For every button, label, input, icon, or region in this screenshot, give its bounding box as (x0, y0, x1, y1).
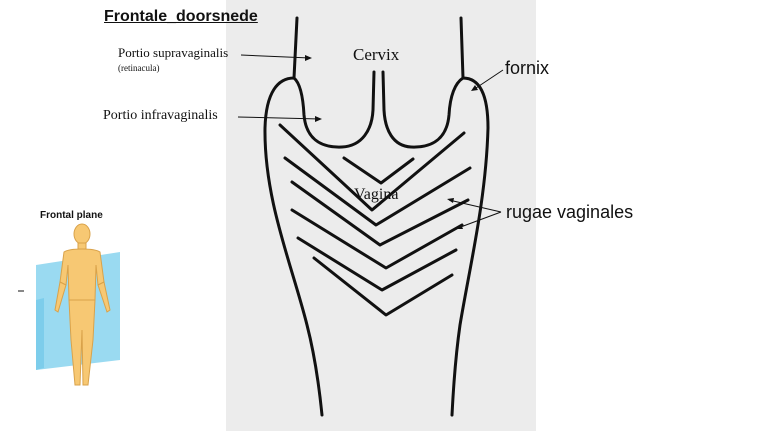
diagram-panel-background (226, 0, 536, 431)
page-title: Frontale_doorsnede (104, 8, 258, 25)
label-vagina: Vagina (354, 186, 399, 203)
frontal-plane-front-edge (36, 298, 44, 370)
label-portio-infravaginalis: Portio infravaginalis (103, 108, 218, 123)
frontal-plane-illustration (36, 223, 120, 386)
leader-supravaginalis (240, 54, 311, 59)
leader-fornix (472, 69, 504, 91)
human-figure-icon (54, 223, 111, 386)
label-rugae-vaginales: rugae vaginales (506, 202, 634, 222)
orientation-mark (18, 290, 24, 292)
leader-rugae-a (448, 199, 502, 213)
label-fornix: fornix (505, 58, 550, 78)
ruga-5 (290, 208, 464, 270)
label-portio-supravaginalis: Portio supravaginalis (118, 45, 229, 60)
label-cervix: Cervix (353, 45, 400, 64)
arrowhead-rugae-a (447, 198, 454, 203)
label-frontal-plane: Frontal plane (40, 210, 103, 221)
ruga-6 (296, 236, 458, 292)
leader-rugae-b (457, 211, 502, 229)
arrowhead-supravaginalis (305, 55, 312, 61)
leader-infravaginalis (237, 116, 321, 120)
left-outer-wall (263, 16, 324, 417)
arrowhead-rugae-b (456, 224, 463, 229)
ruga-2 (278, 123, 466, 212)
right-cervix-lip (381, 70, 465, 149)
ruga-4 (290, 180, 470, 247)
arrowhead-infravaginalis (315, 116, 322, 122)
left-cervix-lip (292, 70, 376, 149)
ruga-3 (283, 156, 472, 227)
ruga-7 (312, 256, 454, 317)
ruga-1 (342, 156, 415, 185)
label-retinacula: (retinacula) (118, 63, 160, 73)
right-outer-wall (450, 16, 490, 417)
arrowhead-fornix (471, 85, 478, 91)
